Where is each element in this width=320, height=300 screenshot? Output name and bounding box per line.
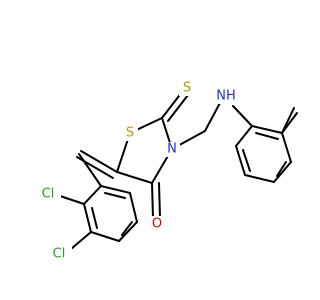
atom-cl-top-label: Cl [42,187,55,202]
atom-cl-top: Cl [37,186,61,202]
bond-cl-top [59,195,85,205]
atom-o-carbonyl-label: O [152,217,162,232]
bond-methyl-b [281,107,295,134]
atom-labels: S S N NH O Cl [37,80,239,262]
bond-ccarbonyl-c2 [116,171,153,184]
bond-carbonyl-double-2 [158,182,161,219]
bond-methine-aryl [78,153,102,187]
structure-diagram: S S N NH O Cl [37,80,298,262]
bond-ar2-inner-2 [276,161,287,177]
bond-ar1-inner-1 [91,207,98,229]
atom-cl-bottom: Cl [48,246,72,262]
atom-s-ring-label: S [126,126,134,141]
atom-s-thione: S [179,80,195,96]
atom-s-ring: S [122,125,138,141]
atom-o-carbonyl: O [149,216,165,232]
bond-ar1-inner-3 [104,192,126,199]
bond-carbonyl-double-1 [151,182,154,219]
bond-ar2-a [235,125,253,147]
bond-ar1-d [118,221,138,242]
bonds [59,91,298,250]
bond-ar2-b [235,145,246,176]
bond-ar1-f [100,185,131,194]
bond-ar2-c [244,174,275,183]
bond-ar1-inner-2 [121,221,133,236]
bond-ar2-inner-3 [255,132,279,140]
bond-ar1-e [129,192,138,223]
atom-s-thione-label: S [183,81,191,96]
bond-ar2-d [273,161,292,183]
bond-ar2-inner-1 [242,149,251,172]
bond-thione-double-2 [167,94,189,122]
bond-thione-double-1 [161,91,183,119]
bond-exocyclic-double-1 [80,150,118,173]
bond-ar2-e [281,132,292,163]
atom-n-ring: N [165,142,180,157]
atom-nh: NH [213,88,239,104]
bond-ch2-nh [204,100,222,132]
bond-ar1-a [83,185,102,205]
bond-ar1-b [83,203,92,233]
bond-ar2-f [251,125,283,134]
bond-cl-bottom [70,231,92,250]
atom-cl-bottom-label: Cl [53,247,66,262]
atom-n-ring-label: N [167,142,177,157]
atom-nh-label: NH [216,89,236,104]
bond-nh-aryl [232,105,253,127]
bond-ar1-c [90,231,120,242]
molecule-canvas: S S N NH O Cl [37,80,298,262]
